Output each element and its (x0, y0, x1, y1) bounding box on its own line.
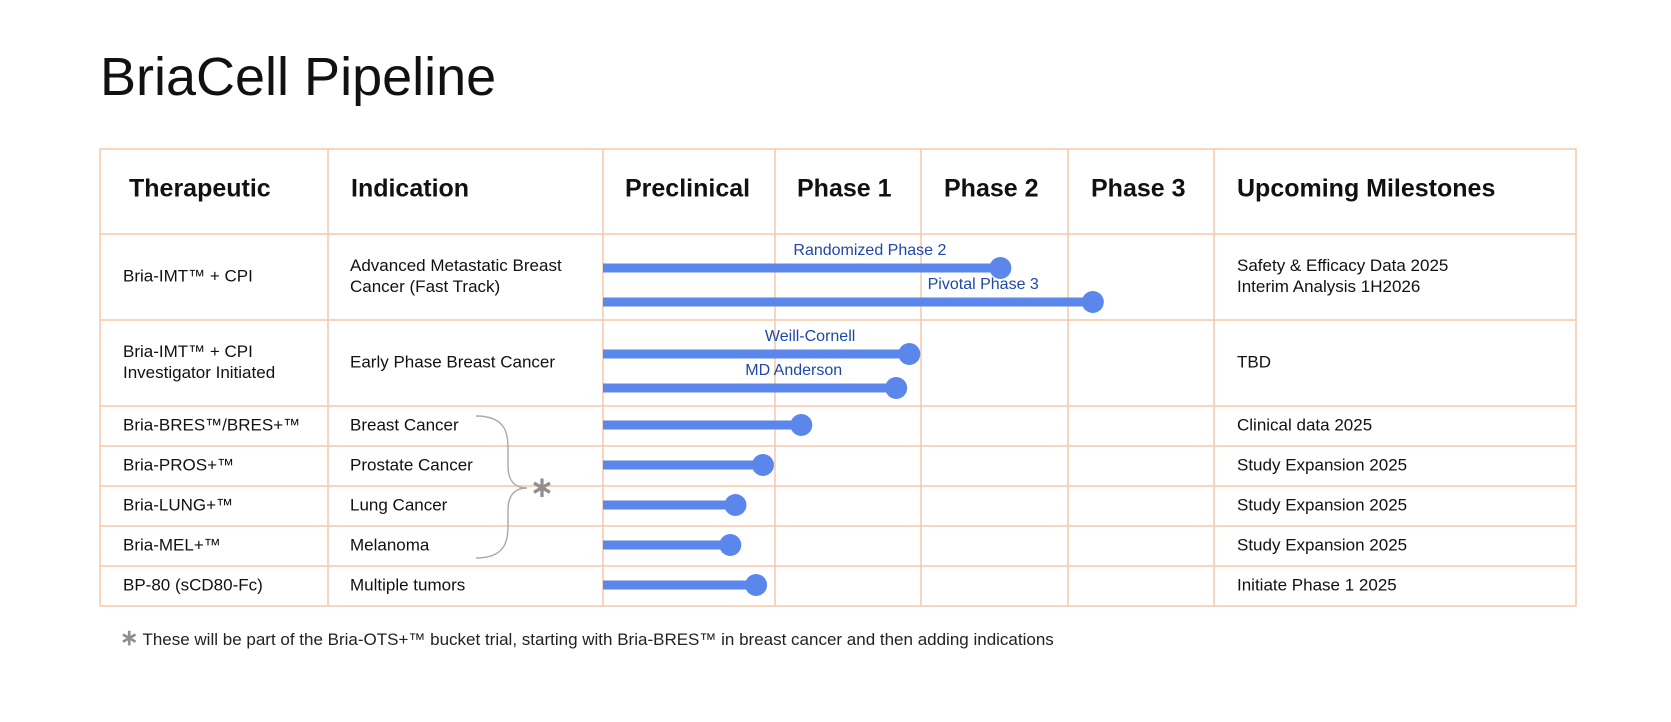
therapeutic-name: Bria-MEL+™ (123, 535, 221, 554)
therapeutic-name: Bria-IMT™ + CPI (123, 266, 253, 285)
therapeutic-name: Investigator Initiated (123, 363, 275, 382)
indication-name: Cancer (Fast Track) (350, 277, 500, 296)
asterisk-icon: ∗ (530, 471, 553, 502)
milestone-text: Safety & Efficacy Data 2025 (1237, 256, 1448, 275)
indication-name: Advanced Metastatic Breast (350, 256, 562, 275)
therapeutic-name: BP-80 (sCD80-Fc) (123, 575, 263, 594)
table-border (99, 148, 1577, 607)
pipeline-bar-endpoint (898, 343, 921, 365)
indication-name: Early Phase Breast Cancer (350, 352, 555, 371)
milestone-text: Initiate Phase 1 2025 (1237, 575, 1397, 594)
indication-name: Lung Cancer (350, 495, 448, 514)
therapeutic-name: Bria-BRES™/BRES+™ (123, 415, 300, 434)
milestone-text: Study Expansion 2025 (1237, 455, 1407, 474)
grouping-brace (475, 415, 528, 559)
milestone-text: Interim Analysis 1H2026 (1237, 277, 1420, 296)
asterisk-icon: ∗ (120, 625, 139, 650)
indication-name: Melanoma (350, 535, 430, 554)
pipeline-bar-endpoint (724, 494, 747, 516)
milestone-text: Study Expansion 2025 (1237, 495, 1407, 514)
pipeline-bar-label: MD Anderson (745, 362, 842, 379)
therapeutic-name: Bria-PROS+™ (123, 455, 234, 474)
indication-name: Breast Cancer (350, 415, 459, 434)
milestone-text: TBD (1237, 352, 1271, 371)
pipeline-bar-endpoint (885, 377, 908, 399)
pipeline-bar-label: Pivotal Phase 3 (928, 276, 1039, 293)
column-header: Indication (351, 175, 469, 203)
column-header: Upcoming Milestones (1237, 175, 1495, 203)
column-header: Therapeutic (129, 175, 271, 203)
column-header: Phase 3 (1091, 175, 1186, 203)
milestone-text: Study Expansion 2025 (1237, 535, 1407, 554)
column-header: Phase 2 (944, 175, 1039, 203)
therapeutic-name: Bria-LUNG+™ (123, 495, 233, 514)
indication-name: Prostate Cancer (350, 455, 473, 474)
footnote-text: These will be part of the Bria-OTS+™ buc… (142, 630, 1054, 649)
column-header: Phase 1 (797, 175, 892, 203)
column-header: Preclinical (625, 175, 750, 203)
pipeline-bar-label: Weill-Cornell (765, 328, 855, 345)
pipeline-bar-endpoint (989, 257, 1012, 279)
pipeline-bar-endpoint (751, 454, 774, 476)
indication-name: Multiple tumors (350, 575, 465, 594)
pipeline-bar-endpoint (1081, 291, 1104, 313)
milestone-text: Clinical data 2025 (1237, 415, 1372, 434)
pipeline-bar-label: Randomized Phase 2 (793, 242, 946, 259)
pipeline-bar-endpoint (719, 534, 742, 556)
pipeline-bar-endpoint (790, 414, 813, 436)
page-title: BriaCell Pipeline (100, 47, 497, 107)
therapeutic-name: Bria-IMT™ + CPI (123, 342, 253, 361)
footnote: ∗These will be part of the Bria-OTS+™ bu… (120, 625, 1054, 651)
pipeline-bar-endpoint (745, 574, 768, 596)
